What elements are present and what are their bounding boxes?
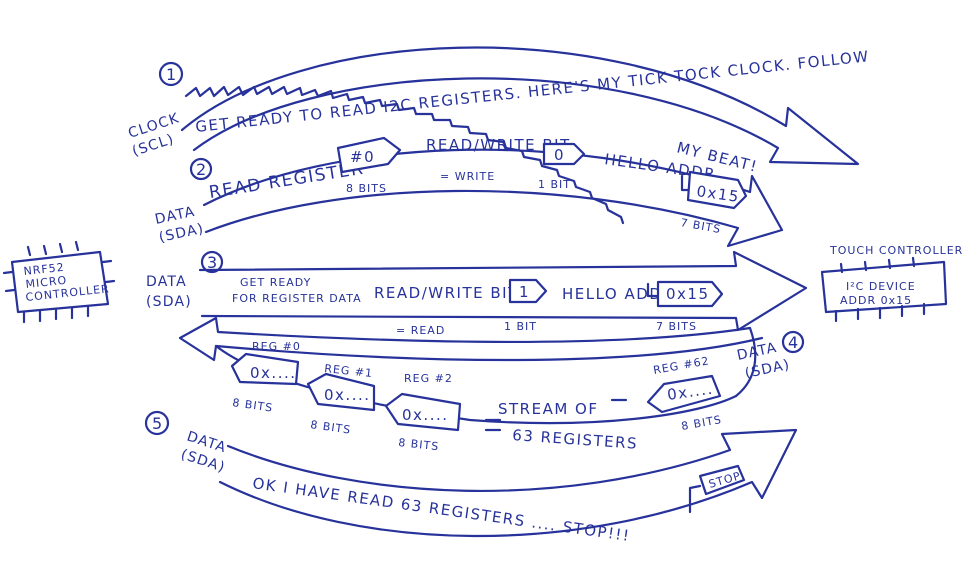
step-5-data: 5 DATA (SDA) OK I HAVE READ 63 REGISTERS… xyxy=(144,410,798,545)
step-3-addr-label: HELLO ADDR xyxy=(562,285,674,303)
step-3-rw-box xyxy=(508,278,548,304)
step-2-register-box xyxy=(336,136,402,174)
reg-62-bits: 8 BITS xyxy=(680,413,723,433)
touch-controller-title: TOUCH CONTROLLER xyxy=(829,244,963,257)
step-4-data: 4 DATA (SDA) REG #0 0x.... 8 BITS REG #1… xyxy=(178,316,805,453)
step-3-addr-bits: 7 BITS xyxy=(656,320,697,333)
touch-controller-chip: TOUCH CONTROLLER I²C DEVICE ADDR 0x15 xyxy=(820,244,963,323)
reg-2-name: REG #2 xyxy=(404,372,453,385)
step-1-number-circle xyxy=(158,61,184,87)
touch-controller-line-1: I²C DEVICE xyxy=(846,280,916,293)
step-2-register-bits: 8 BITS xyxy=(346,182,387,195)
step-2-register-value: #0 xyxy=(350,148,375,166)
reg-2-box xyxy=(384,392,462,432)
touch-controller-line-2: ADDR 0x15 xyxy=(840,294,912,307)
step-3-number: 3 xyxy=(207,253,217,272)
step-1-number: 1 xyxy=(166,65,176,84)
step-5-number: 5 xyxy=(152,414,162,433)
step-4-number: 4 xyxy=(788,333,798,352)
nrf52-label-1: NRF52 xyxy=(23,261,65,278)
step-3-rw-bits: 1 BIT xyxy=(504,320,537,333)
step-1-text: GET READY TO READ I2C REGISTERS. HERE'S … xyxy=(195,47,871,136)
nrf52-label-2: MICRO xyxy=(25,274,68,291)
step-3-arrow xyxy=(198,250,808,332)
step-3-addr-box xyxy=(656,280,724,308)
step-2-rw-bits: 1 BIT xyxy=(538,178,571,191)
step-3-number-circle xyxy=(200,250,224,274)
step-3-addr-connector xyxy=(646,282,660,298)
touch-chip-pins xyxy=(834,256,926,323)
step-2-number-circle xyxy=(189,157,213,181)
reg-1-value: 0x.... xyxy=(324,386,371,404)
reg-0-name: REG #0 xyxy=(252,340,301,353)
step-2-addr-box xyxy=(686,170,748,210)
step-2-rw-value: 0 xyxy=(554,146,565,164)
reg-62-box xyxy=(646,374,722,414)
stream-dashes xyxy=(484,398,628,432)
step-3-rw-label: READ/WRITE BIT xyxy=(374,284,519,302)
reg-1-box xyxy=(306,372,376,412)
step-2-rw-note: = WRITE xyxy=(440,170,495,183)
reg-0-value: 0x.... xyxy=(250,364,297,382)
reg-2-value: 0x.... xyxy=(402,406,449,424)
step-2-rw-label: READ/WRITE BIT xyxy=(426,136,571,154)
step-3-rw-note: = READ xyxy=(396,324,445,337)
step-4-arrow xyxy=(178,316,764,362)
step-3-rw-value: 1 xyxy=(519,283,530,301)
reg-62-name: REG #62 xyxy=(652,354,710,377)
chip-pins xyxy=(2,240,116,324)
stream-text-2: 63 REGISTERS xyxy=(512,426,639,453)
step-3-addr-value: 0x15 xyxy=(666,285,710,303)
step-3-side-label-2: (SDA) xyxy=(146,294,192,310)
reg-0-box xyxy=(230,352,300,386)
step-3-side-label-1: DATA xyxy=(146,274,187,290)
step-2-addr-bits: 7 BITS xyxy=(679,216,722,236)
clock-square-wave xyxy=(184,85,625,225)
step-5-arrow xyxy=(218,428,798,538)
step-2-number: 2 xyxy=(196,160,206,179)
nrf52-chip: NRF52 MICRO CONTROLLER xyxy=(2,240,116,324)
reg-2-bits: 8 BITS xyxy=(398,436,440,453)
step-4-arrow-tail xyxy=(734,326,757,398)
stop-box xyxy=(698,464,746,496)
step-1-arrow xyxy=(180,46,860,166)
reg-1-bits: 8 BITS xyxy=(310,418,352,437)
step-2-addr-value: 0x15 xyxy=(695,182,741,206)
step-3-data: 3 DATA (SDA) GET READY FOR REGISTER DATA… xyxy=(146,250,808,337)
stop-connector xyxy=(688,484,702,514)
step-3-text-2: FOR REGISTER DATA xyxy=(232,292,362,305)
step-5-number-circle xyxy=(144,410,170,436)
step-4-number-circle xyxy=(781,330,805,354)
stream-text-1: STREAM OF xyxy=(498,400,599,418)
step-2-rw-box xyxy=(542,142,586,166)
reg-0-bits: 8 BITS xyxy=(232,396,274,415)
step-3-text-1: GET READY xyxy=(240,276,311,289)
